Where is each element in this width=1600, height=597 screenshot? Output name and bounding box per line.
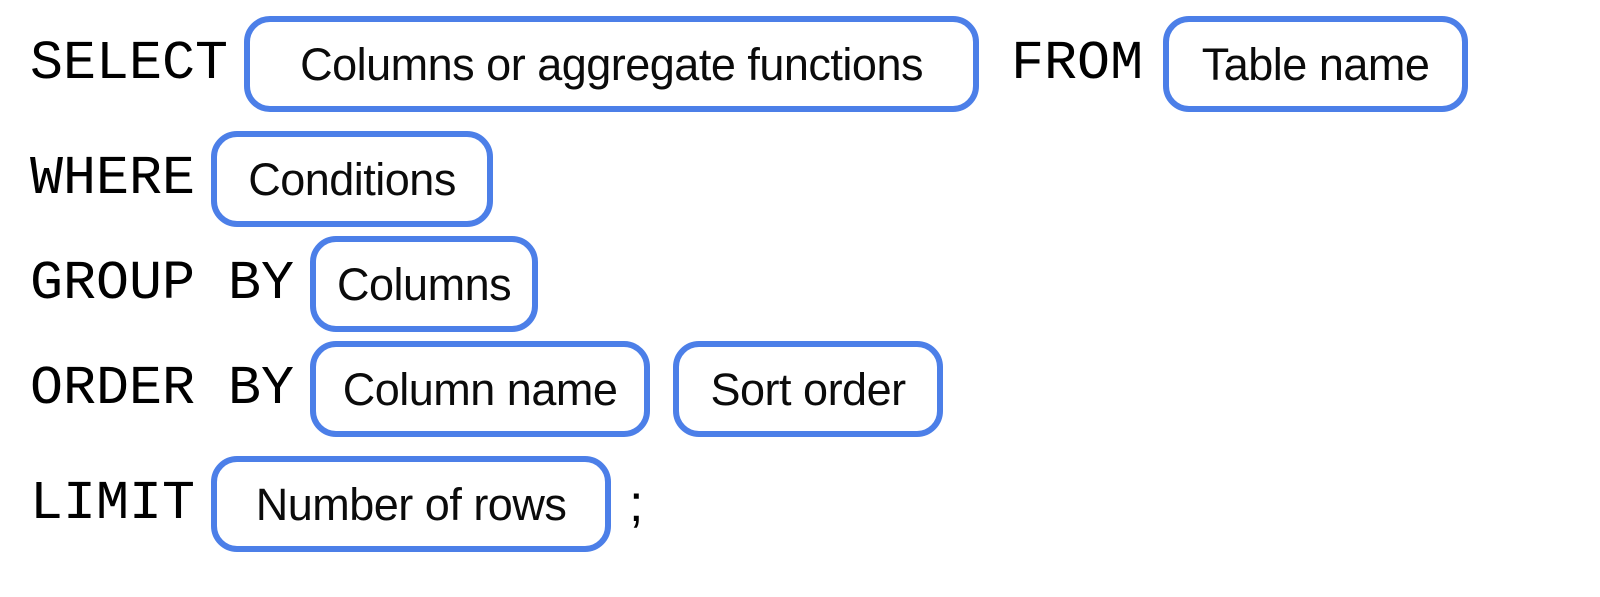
keyword-from: FROM (1011, 32, 1144, 95)
sql-clause-row-limit: LIMIT Number of rows ; (30, 456, 643, 552)
placeholder-label: Conditions (248, 153, 456, 205)
keyword-space (195, 341, 228, 437)
placeholder-label: Columns or aggregate functions (300, 38, 923, 90)
keyword-where: WHERE (30, 147, 196, 210)
statement-terminator-semicolon: ; (629, 475, 644, 533)
placeholder-columns-or-aggregate-functions[interactable]: Columns or aggregate functions (244, 16, 980, 112)
sql-clause-row-select: SELECT Columns or aggregate functions FR… (30, 16, 1469, 112)
sql-clause-row-order-by: ORDER BY Column name Sort order (30, 341, 944, 437)
placeholder-number-of-rows[interactable]: Number of rows (211, 456, 612, 552)
keyword-group: GROUP (30, 252, 196, 315)
keyword-limit: LIMIT (30, 472, 196, 535)
placeholder-label: Sort order (710, 363, 907, 415)
placeholder-sort-order[interactable]: Sort order (673, 341, 944, 437)
placeholder-conditions[interactable]: Conditions (211, 131, 494, 227)
placeholder-table-name[interactable]: Table name (1163, 16, 1469, 112)
placeholder-label: Column name (342, 363, 618, 415)
placeholder-label: Number of rows (255, 478, 567, 530)
keyword-by: BY (228, 357, 295, 420)
keyword-order: ORDER (30, 357, 196, 420)
placeholder-label: Table name (1201, 38, 1430, 90)
keyword-by: BY (228, 252, 295, 315)
keyword-space (195, 236, 228, 332)
placeholder-order-by-column-name[interactable]: Column name (310, 341, 651, 437)
sql-clause-row-group-by: GROUP BY Columns (30, 236, 539, 332)
placeholder-group-by-columns[interactable]: Columns (310, 236, 539, 332)
keyword-select: SELECT (30, 32, 229, 95)
placeholder-label: Columns (337, 258, 512, 310)
sql-clause-row-where: WHERE Conditions (30, 131, 494, 227)
